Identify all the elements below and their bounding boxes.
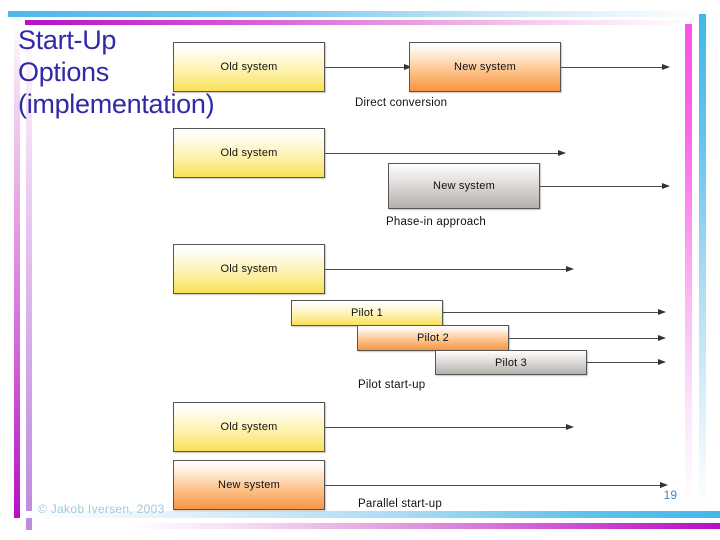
box-label: Pilot 2 xyxy=(417,332,449,344)
connector-pilot-3-forward xyxy=(587,362,662,363)
caption-pilot-start-up: Pilot start-up xyxy=(358,379,426,391)
connector-phasein-new-forward xyxy=(540,186,668,187)
top-magenta-rule-decoration xyxy=(25,20,695,25)
box-parallel-old-system[interactable]: Old system xyxy=(173,402,325,452)
box-parallel-new-system[interactable]: New system xyxy=(173,460,325,510)
right-blue-bar-decoration xyxy=(699,14,706,508)
top-blue-rule-decoration xyxy=(8,11,708,17)
box-pilot-3[interactable]: Pilot 3 xyxy=(435,350,587,375)
bottom-blue-rule-decoration xyxy=(24,511,720,518)
box-label: Pilot 3 xyxy=(495,356,527,369)
bottom-magenta-rule-decoration xyxy=(130,523,720,529)
caption-phase-in-approach: Phase-in approach xyxy=(386,216,486,228)
box-label: Old system xyxy=(220,147,278,159)
connector-pilot-2-forward xyxy=(509,338,662,339)
arrowhead-icon xyxy=(566,265,574,272)
box-direct-old-system[interactable]: Old system xyxy=(173,42,325,92)
arrowhead-icon xyxy=(660,481,668,488)
connector-phasein-old-forward xyxy=(325,153,562,154)
arrowhead-icon xyxy=(662,182,670,189)
box-phasein-new-system[interactable]: New system xyxy=(388,163,540,209)
left-violet-bar-decoration xyxy=(26,30,32,530)
box-label: New system xyxy=(454,61,516,73)
connector-pilot-old-forward xyxy=(325,269,570,270)
connector-direct-new-forward xyxy=(561,67,668,68)
connector-pilot-1-forward xyxy=(443,312,662,313)
box-direct-new-system[interactable]: New system xyxy=(409,42,561,92)
box-label: New system xyxy=(218,479,280,491)
arrowhead-icon xyxy=(566,423,574,430)
box-pilot-1[interactable]: Pilot 1 xyxy=(291,300,443,326)
box-label: New system xyxy=(433,180,495,192)
connector-direct-old-to-new xyxy=(325,67,408,68)
box-label: Old system xyxy=(220,61,278,73)
box-pilot-2[interactable]: Pilot 2 xyxy=(357,325,509,351)
box-pilot-old-system[interactable]: Old system xyxy=(173,244,325,294)
arrowhead-icon xyxy=(658,308,666,315)
page-title: Start-Up Options (implementation) xyxy=(18,25,215,119)
arrowhead-icon xyxy=(404,63,412,70)
arrowhead-icon xyxy=(662,63,670,70)
box-label: Old system xyxy=(220,421,278,433)
arrowhead-icon xyxy=(658,334,666,341)
box-phasein-old-system[interactable]: Old system xyxy=(173,128,325,178)
connector-parallel-new-forward xyxy=(325,485,666,486)
box-label: Old system xyxy=(220,263,278,275)
connector-parallel-old-forward xyxy=(325,427,570,428)
left-magenta-bar-decoration xyxy=(14,22,20,518)
caption-direct-conversion: Direct conversion xyxy=(355,97,448,109)
arrowhead-icon xyxy=(558,149,566,156)
copyright-credit: © Jakob Iversen, 2003 xyxy=(38,502,165,516)
right-magenta-bar-decoration xyxy=(685,24,692,506)
page-number: 19 xyxy=(663,488,677,502)
box-label: Pilot 1 xyxy=(351,307,383,319)
caption-parallel-start-up: Parallel start-up xyxy=(358,498,442,510)
arrowhead-icon xyxy=(658,358,666,365)
